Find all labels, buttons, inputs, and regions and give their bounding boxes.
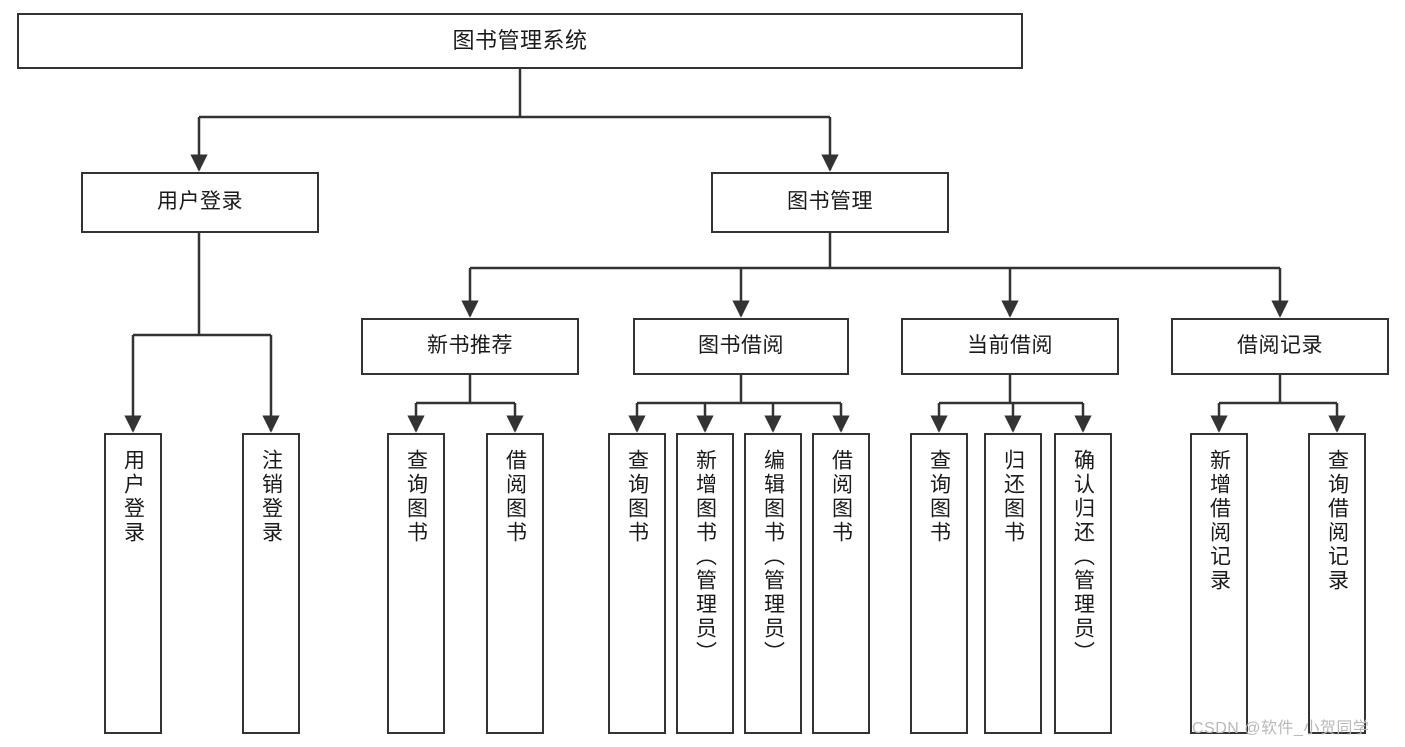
node-current-borrow[interactable]: 当前借阅 <box>901 318 1119 375</box>
node-leaf-confirm-return-admin[interactable]: 确认归还（管理员） <box>1054 433 1112 734</box>
node-leaf-borrow-book-rec[interactable]: 借阅图书 <box>486 433 544 734</box>
node-leaf-query-book-rec-label: 查询图书 <box>404 449 428 545</box>
node-book-borrow-label: 图书借阅 <box>698 334 784 358</box>
node-leaf-edit-book-admin-label: 编辑图书（管理员） <box>761 449 785 665</box>
node-user-login[interactable]: 用户登录 <box>81 172 319 233</box>
node-book-borrow[interactable]: 图书借阅 <box>633 318 849 375</box>
node-leaf-query-book-bor[interactable]: 查询图书 <box>608 433 666 734</box>
node-leaf-add-book-admin[interactable]: 新增图书（管理员） <box>676 433 734 734</box>
node-current-borrow-label: 当前借阅 <box>967 334 1053 358</box>
node-leaf-add-book-admin-label: 新增图书（管理员） <box>693 449 717 665</box>
node-book-manage[interactable]: 图书管理 <box>711 172 949 233</box>
node-leaf-return-book-label: 归还图书 <box>1001 449 1025 545</box>
node-leaf-confirm-return-admin-label: 确认归还（管理员） <box>1071 449 1095 665</box>
connector-lines <box>124 69 1346 433</box>
node-book-manage-label: 图书管理 <box>787 190 873 214</box>
node-leaf-query-book-cur-label: 查询图书 <box>927 449 951 545</box>
node-leaf-borrow-book-bor-label: 借阅图书 <box>829 449 853 545</box>
node-leaf-borrow-book-rec-label: 借阅图书 <box>503 449 527 545</box>
node-leaf-user-logout[interactable]: 注销登录 <box>242 433 300 734</box>
node-borrow-record[interactable]: 借阅记录 <box>1171 318 1389 375</box>
node-leaf-query-book-rec[interactable]: 查询图书 <box>387 433 445 734</box>
node-leaf-query-borrow-record-label: 查询借阅记录 <box>1325 449 1349 593</box>
node-user-login-label: 用户登录 <box>157 190 243 214</box>
node-leaf-query-book-bor-label: 查询图书 <box>625 449 649 545</box>
node-new-book-recommend-label: 新书推荐 <box>427 334 513 358</box>
node-borrow-record-label: 借阅记录 <box>1237 334 1323 358</box>
node-leaf-user-login-label: 用户登录 <box>121 449 145 545</box>
node-leaf-add-borrow-record-label: 新增借阅记录 <box>1207 449 1231 593</box>
node-leaf-add-borrow-record[interactable]: 新增借阅记录 <box>1190 433 1248 734</box>
node-leaf-edit-book-admin[interactable]: 编辑图书（管理员） <box>744 433 802 734</box>
csdn-watermark: CSDN @软件_小贺同学 <box>1192 720 1370 737</box>
node-root-label: 图书管理系统 <box>452 28 588 54</box>
node-leaf-borrow-book-bor[interactable]: 借阅图书 <box>812 433 870 734</box>
node-leaf-query-borrow-record[interactable]: 查询借阅记录 <box>1308 433 1366 734</box>
node-leaf-user-logout-label: 注销登录 <box>259 449 283 545</box>
node-leaf-user-login[interactable]: 用户登录 <box>104 433 162 734</box>
node-leaf-query-book-cur[interactable]: 查询图书 <box>910 433 968 734</box>
node-root[interactable]: 图书管理系统 <box>17 13 1023 69</box>
node-leaf-return-book[interactable]: 归还图书 <box>984 433 1042 734</box>
node-new-book-recommend[interactable]: 新书推荐 <box>361 318 579 375</box>
